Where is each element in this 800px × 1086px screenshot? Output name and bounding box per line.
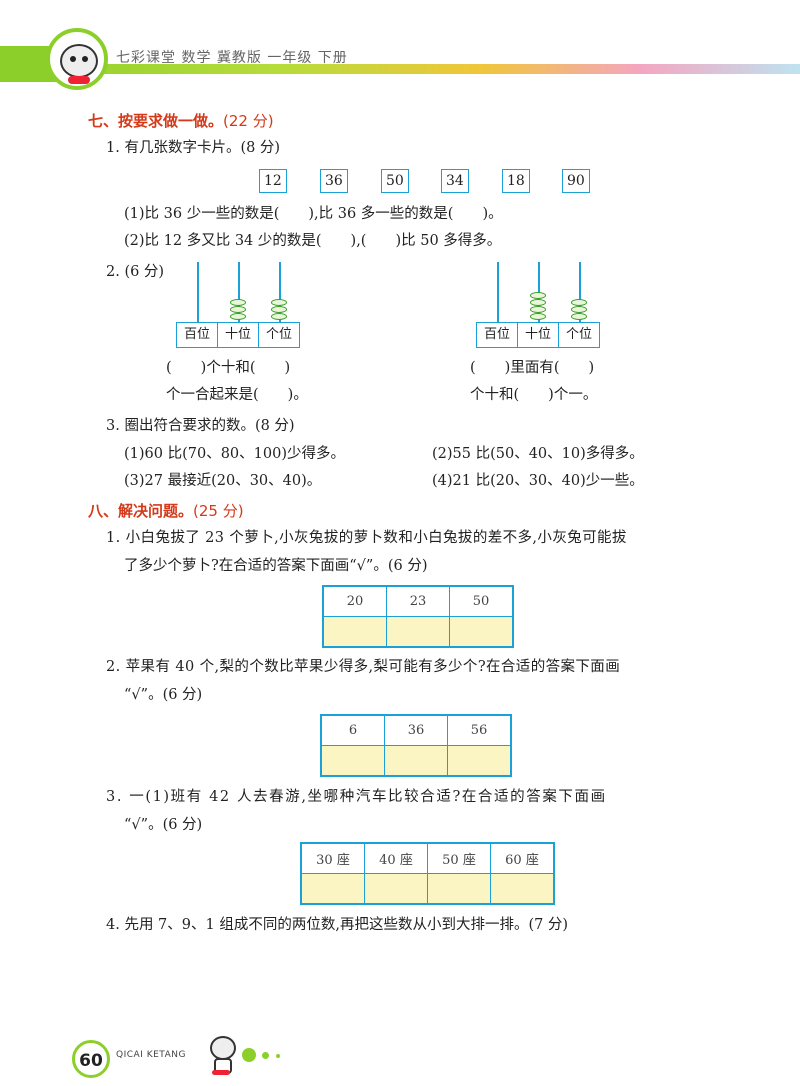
q7-1-line-1: (1)比 36 少一些的数是( ),比 36 多一些的数是( )。 — [124, 206, 503, 222]
footer-brand: QICAI KETANG — [116, 1050, 186, 1060]
option-cell: 20 — [322, 585, 387, 617]
answer-cell[interactable] — [364, 873, 428, 905]
q8-3-answer-table: 30 座 40 座 50 座 60 座 — [300, 842, 555, 905]
header-color-bar — [0, 64, 800, 74]
answer-cell[interactable] — [322, 616, 387, 648]
q7-3-item: (4)21 比(20、30、40)少一些。 — [432, 473, 644, 489]
q8-4-line-1: 4. 先用 7、9、1 组成不同的两位数,再把这些数从小到大排一排。(7 分) — [106, 917, 569, 933]
option-cell: 50 座 — [427, 842, 491, 874]
header-title: 七彩课堂 数学 冀教版 一年级 下册 — [116, 50, 348, 66]
q7-2-right-line-1: ( )里面有( ) — [470, 360, 595, 376]
section-7-points: (22 分) — [223, 112, 274, 130]
number-card: 50 — [381, 169, 409, 193]
place-label-hundreds: 百位 — [477, 323, 517, 347]
q7-3-item: (3)27 最接近(20、30、40)。 — [124, 473, 322, 489]
q8-3-line-1: 3. 一(1)班有 42 人去春游,坐哪种汽车比较合适?在合适的答案下面画 — [106, 789, 607, 805]
q8-1-line-1: 1. 小白兔拔了 23 个萝卜,小灰兔拔的萝卜数和小白兔拔的差不多,小灰兔可能拔 — [106, 530, 627, 546]
option-cell: 30 座 — [300, 842, 365, 874]
option-cell: 60 座 — [490, 842, 555, 874]
option-cell: 50 — [449, 585, 514, 617]
section-7-title: 七、按要求做一做。 — [88, 112, 224, 130]
section-7-heading: 七、按要求做一做。(22 分) — [88, 110, 274, 131]
number-card: 90 — [562, 169, 590, 193]
q7-1-title: 1. 有几张数字卡片。(8 分) — [106, 140, 281, 156]
place-label-tens: 十位 — [517, 323, 558, 347]
answer-cell[interactable] — [320, 745, 385, 777]
place-label-ones: 个位 — [258, 323, 299, 347]
q7-2-left-line-2: 个一合起来是( )。 — [166, 387, 308, 403]
q8-2-answer-table: 6 36 56 — [320, 714, 512, 777]
footer-dot — [262, 1052, 269, 1059]
number-card: 12 — [259, 169, 287, 193]
place-label-tens: 十位 — [217, 323, 258, 347]
number-card: 36 — [320, 169, 348, 193]
q7-2-left-line-1: ( )个十和( ) — [166, 360, 291, 376]
option-cell: 56 — [447, 714, 512, 746]
answer-cell[interactable] — [490, 873, 555, 905]
answer-cell[interactable] — [300, 873, 365, 905]
q8-2-line-1: 2. 苹果有 40 个,梨的个数比苹果少得多,梨可能有多少个?在合适的答案下面画 — [106, 659, 621, 675]
place-label-hundreds: 百位 — [177, 323, 217, 347]
footer-dot — [242, 1048, 256, 1062]
q8-2-line-2: “√”。(6 分) — [124, 687, 203, 703]
option-cell: 36 — [384, 714, 448, 746]
q8-1-line-2: 了多少个萝卜?在合适的答案下面画“√”。(6 分) — [124, 558, 428, 574]
q7-2-title: 2. (6 分) — [106, 264, 165, 280]
q7-3-item: (2)55 比(50、40、10)多得多。 — [432, 446, 644, 462]
footer-mascot-icon — [204, 1032, 236, 1076]
page-number: 60 — [72, 1040, 110, 1078]
option-cell: 23 — [386, 585, 450, 617]
place-label-ones: 个位 — [558, 323, 599, 347]
q7-3-item: (1)60 比(70、80、100)少得多。 — [124, 446, 345, 462]
option-cell: 6 — [320, 714, 385, 746]
footer-dot — [276, 1054, 280, 1058]
q8-1-answer-table: 20 23 50 — [322, 585, 514, 648]
option-cell: 40 座 — [364, 842, 428, 874]
q7-1-line-2: (2)比 12 多又比 34 少的数是( ),( )比 50 多得多。 — [124, 233, 502, 249]
number-card: 34 — [441, 169, 469, 193]
answer-cell[interactable] — [386, 616, 450, 648]
answer-cell[interactable] — [384, 745, 448, 777]
answer-cell[interactable] — [427, 873, 491, 905]
number-card: 18 — [502, 169, 530, 193]
answer-cell[interactable] — [447, 745, 512, 777]
q8-3-line-2: “√”。(6 分) — [124, 817, 203, 833]
section-8-title: 八、解决问题。 — [88, 502, 194, 520]
section-8-heading: 八、解决问题。(25 分) — [88, 500, 244, 521]
mascot-icon — [46, 28, 108, 90]
answer-cell[interactable] — [449, 616, 514, 648]
section-8-points: (25 分) — [193, 502, 244, 520]
q7-3-title: 3. 圈出符合要求的数。(8 分) — [106, 418, 295, 434]
q7-2-right-line-2: 个十和( )个一。 — [470, 387, 598, 403]
